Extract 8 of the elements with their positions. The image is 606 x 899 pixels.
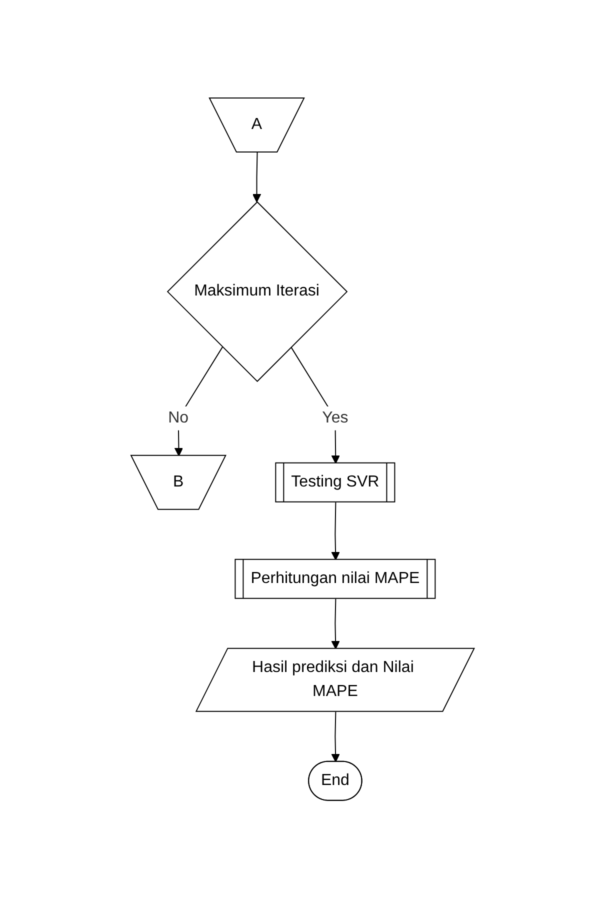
arrow xyxy=(174,346,224,457)
edge-label: No xyxy=(168,410,189,427)
arrow xyxy=(332,598,340,650)
arrow xyxy=(332,502,340,561)
edge-label: Yes xyxy=(322,410,349,427)
arrow xyxy=(332,712,340,763)
arrow xyxy=(252,152,262,203)
node-diamond: Maksimum Iterasi xyxy=(167,202,348,382)
